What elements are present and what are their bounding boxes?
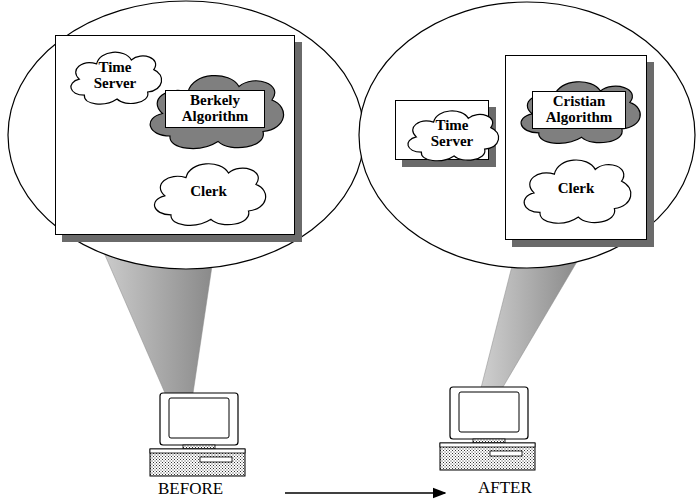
node-label: Clerk	[558, 181, 595, 197]
service-cloud: Clerk	[516, 150, 636, 228]
node-label: Time Server	[421, 118, 483, 150]
service-cloud: Clerk	[146, 154, 271, 230]
transition-arrow	[285, 492, 445, 494]
algorithm-cloud: Berkely Algorithm	[140, 64, 290, 154]
process-box: Cristian AlgorithmClerk	[505, 55, 647, 240]
process-box: Time ServerBerkely AlgorithmClerk	[55, 35, 295, 235]
node-label: Berkely Algorithm	[165, 90, 265, 128]
stage-label: BEFORE	[158, 479, 223, 499]
process-box: Time Server	[395, 100, 489, 160]
stage-label: AFTER	[478, 478, 532, 498]
node-label: Cristian Algorithm	[532, 91, 626, 129]
computer	[150, 393, 245, 476]
magnifier-circle	[359, 2, 695, 268]
computer	[440, 387, 535, 470]
magnifier-cone	[480, 260, 578, 392]
algorithm-cloud: Cristian Algorithm	[512, 72, 646, 148]
service-cloud: Time Server	[401, 103, 503, 165]
service-cloud: Time Server	[64, 44, 166, 108]
magnifier-circle	[8, 1, 364, 269]
node-label: Clerk	[190, 184, 227, 200]
node-label: Time Server	[84, 60, 146, 92]
